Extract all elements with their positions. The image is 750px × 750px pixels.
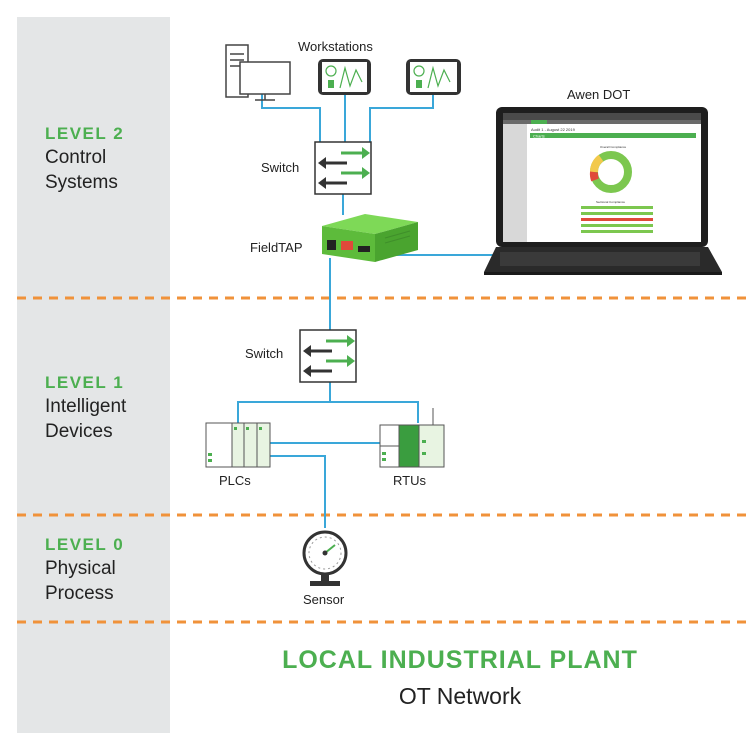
level-2-label: LEVEL 2 Control Systems	[45, 123, 124, 195]
laptop-audit-title: Audit 1 - August 22 2019	[531, 127, 576, 132]
plcs-label: PLCs	[219, 473, 251, 488]
level-code: LEVEL 0	[45, 535, 125, 554]
rtu-icon	[379, 408, 445, 468]
level-name-line1: Physical	[45, 558, 116, 579]
awen-dot-label: Awen DOT	[567, 87, 631, 102]
plc-icon	[205, 422, 271, 468]
switch-mid-label: Switch	[245, 346, 284, 361]
diagram-subtitle: OT Network	[398, 683, 522, 709]
rtus-label: RTUs	[393, 473, 426, 488]
level-name-line2: Devices	[45, 421, 113, 442]
level-sidebar	[17, 17, 170, 733]
level-name-line2: Process	[45, 583, 114, 604]
level-name-line1: Control	[45, 147, 107, 168]
level-dividers	[17, 296, 750, 624]
tablet-icon	[318, 59, 371, 95]
sensor-gauge-icon	[302, 530, 348, 586]
fieldtap-label: FieldTAP	[250, 240, 303, 255]
network-links	[237, 92, 505, 528]
switch-top-label: Switch	[261, 160, 300, 175]
level-name-line2: Systems	[45, 172, 118, 193]
fieldtap-device-icon	[322, 214, 418, 262]
laptop-icon: Audit 1 - August 22 2019 Charts Overall …	[484, 107, 722, 275]
sensor-label: Sensor	[303, 592, 345, 607]
level-code: LEVEL 2	[45, 124, 125, 143]
switch-icon	[299, 329, 357, 383]
switch-icon	[314, 141, 372, 195]
workstations-label: Workstations	[298, 39, 373, 54]
level-0-label: LEVEL 0 Physical Process	[45, 534, 124, 606]
link-bus-plc-rtu	[237, 401, 419, 423]
laptop-sectional-label: Sectional Compliance	[596, 200, 625, 204]
link-tablet2-switch	[369, 95, 434, 142]
diagram-title: LOCAL INDUSTRIAL PLANT	[282, 646, 638, 674]
tablet-icon	[406, 59, 461, 95]
level-name-line1: Intelligent	[45, 396, 127, 417]
laptop-overall-label: Overall Compliance	[600, 145, 627, 149]
level-1-label: LEVEL 1 Intelligent Devices	[45, 372, 126, 444]
laptop-tab: Charts	[533, 134, 545, 139]
level-code: LEVEL 1	[45, 373, 125, 392]
desktop-pc-icon	[225, 44, 291, 101]
link-plc-sensor	[270, 455, 326, 528]
